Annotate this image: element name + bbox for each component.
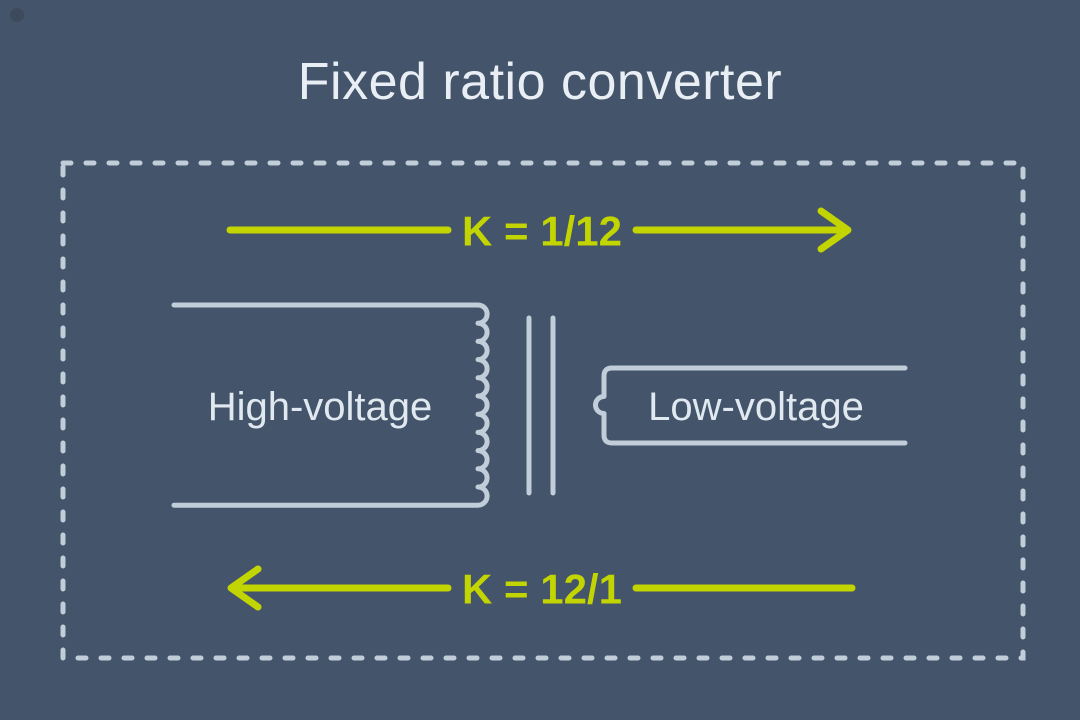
ratio-label-bottom: K = 12/1	[462, 566, 622, 613]
arrow-right-head-icon	[817, 207, 852, 253]
high-voltage-winding: High-voltage	[171, 302, 490, 508]
low-voltage-winding: Low-voltage	[593, 365, 908, 446]
corner-watermark-smudge	[10, 8, 24, 22]
page-title: Fixed ratio converter	[297, 53, 783, 111]
transformer-core-icon	[526, 315, 556, 496]
arrow-left-head-icon	[227, 565, 262, 611]
dashed-boundary-box	[60, 160, 1026, 661]
high-voltage-box-outline	[171, 302, 490, 508]
high-voltage-label: High-voltage	[208, 385, 433, 429]
ratio-arrow-right: K = 1/12	[226, 207, 852, 255]
low-voltage-box-outline	[593, 365, 908, 446]
ratio-arrow-left: K = 12/1	[227, 565, 856, 613]
low-voltage-label: Low-voltage	[648, 385, 864, 429]
ratio-label-top: K = 1/12	[462, 208, 622, 255]
